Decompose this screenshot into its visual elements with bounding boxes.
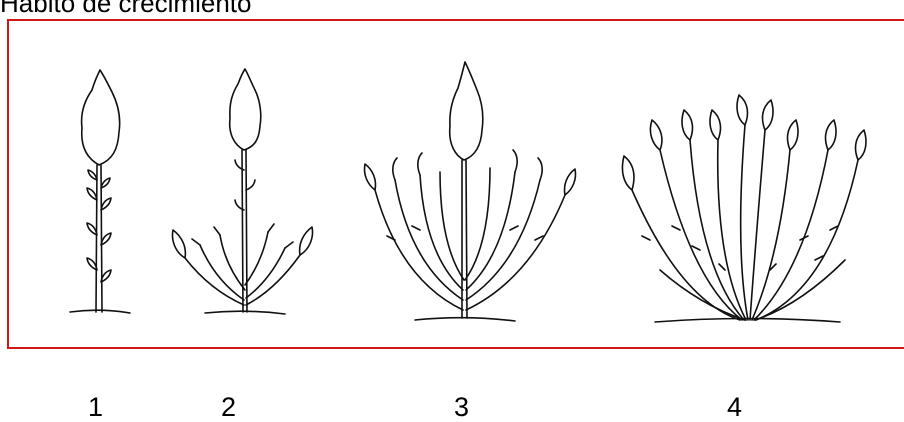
plant-label-4: 4 (727, 392, 742, 422)
plant-2-low-branching (173, 69, 313, 314)
plant-label-1: 1 (88, 392, 103, 422)
plant-3-arching-branches (364, 62, 575, 321)
plant-4-bushy-shrub (622, 95, 866, 322)
plant-label-3: 3 (454, 392, 469, 422)
plant-1-single-stem (70, 70, 130, 313)
plant-label-2: 2 (221, 392, 236, 422)
